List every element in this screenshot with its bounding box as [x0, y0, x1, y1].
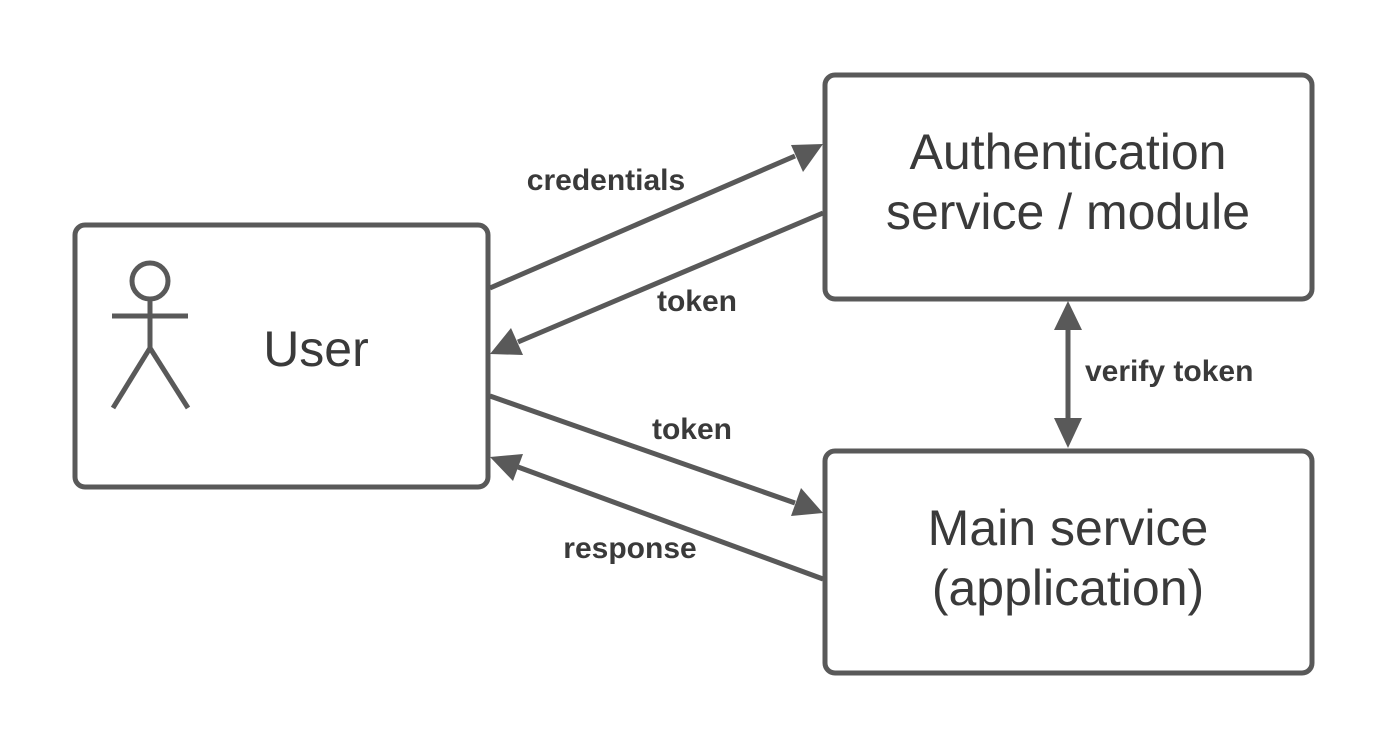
- stick-figure-icon: [110, 260, 191, 410]
- response-arrow: [490, 454, 824, 582]
- auth-service-label-line-1: Authentication: [910, 124, 1227, 180]
- auth-service-node: Authentication service / module: [822, 72, 1315, 302]
- auth-token-edge-label: token: [657, 285, 737, 318]
- main-service-label-line-1: Main service: [928, 500, 1209, 556]
- verify-token-edge-label: verify token: [1085, 355, 1253, 388]
- main-service-node: Main service (application): [822, 448, 1315, 676]
- auth-token-arrow: [490, 210, 824, 355]
- response-edge-label: response: [563, 532, 696, 565]
- auth-service-label-line-2: service / module: [886, 184, 1250, 240]
- user-label: User: [263, 321, 369, 377]
- user-token-edge-label: token: [652, 413, 732, 446]
- main-service-box: [822, 448, 1315, 676]
- user-token-arrow: [489, 393, 823, 516]
- main-service-label-line-2: (application): [932, 560, 1204, 616]
- credentials-edge-label: credentials: [527, 164, 685, 197]
- user-node: User: [72, 222, 491, 490]
- verify-token-arrow: [1054, 301, 1082, 448]
- credentials-arrow: [489, 144, 823, 291]
- user-box: [72, 222, 491, 490]
- auth-service-box: [822, 72, 1315, 302]
